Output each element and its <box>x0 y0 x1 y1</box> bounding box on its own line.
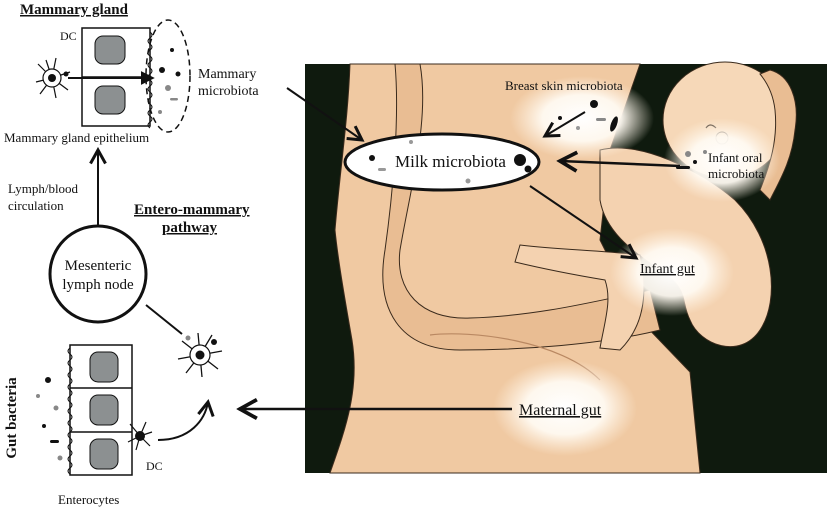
microbe-dot <box>465 178 471 184</box>
intestinal-microvilli <box>67 347 73 475</box>
dendritic-cell-migrating <box>177 332 223 378</box>
infant-oral-label-1: Infant oral <box>708 150 763 165</box>
mammary-gland-cells <box>35 19 191 133</box>
mammary-gland-title: Mammary gland <box>20 2 129 18</box>
milk-microbiota-node: Milk microbiota <box>343 132 541 192</box>
infant-gut-glow <box>610 228 734 316</box>
breastfeeding-illustration <box>305 61 827 474</box>
infant-oral-label-2: microbiota <box>708 166 765 181</box>
microbe-dot <box>158 110 162 114</box>
dc-top-label: DC <box>60 29 77 43</box>
microbe-dot <box>524 165 532 173</box>
mesenteric-label-2: lymph node <box>62 277 134 293</box>
microbe-dot <box>53 405 59 411</box>
microbe-dot <box>369 155 375 161</box>
mammary-gland-epithelium-label: Mammary gland epithelium <box>4 130 149 145</box>
mesenteric-label-1: Mesenteric <box>65 258 132 274</box>
node-to-dc-connector <box>145 304 183 335</box>
microbe-dot <box>42 424 46 428</box>
mammary-microbiota-label-1: Mammary <box>198 67 256 82</box>
cell-nucleus <box>89 438 119 470</box>
skin-to-milk-arrow <box>545 111 586 136</box>
cell-nucleus <box>89 394 119 426</box>
intestinal-epithelium <box>36 344 208 476</box>
dc-bottom-label: DC <box>146 459 163 473</box>
infant-oral-glow <box>664 118 780 202</box>
entero-mammary-label-1: Entero-mammary <box>134 202 250 218</box>
microbe-dot <box>45 377 51 383</box>
cell-nucleus <box>89 351 119 383</box>
breast-skin-microbes <box>558 100 618 132</box>
dc-migration-arrow <box>157 402 208 441</box>
breast-skin-microbiota-label: Breast skin microbiota <box>505 78 623 93</box>
cell-nucleus <box>94 85 126 115</box>
mammary-to-milk-arrow <box>286 87 362 140</box>
milk-microbiota-ellipse <box>343 132 541 192</box>
lymph-blood-label-2: circulation <box>8 198 64 213</box>
microbe-dot <box>57 455 63 461</box>
milk-to-infant-gut-arrow <box>529 185 636 258</box>
microbe-dot <box>165 85 171 91</box>
infant-gut-label: Infant gut <box>640 262 695 277</box>
microbe-dot <box>159 67 165 73</box>
microbe-dot <box>36 394 40 398</box>
cell-nucleus <box>94 35 126 65</box>
microbe-dot <box>409 140 413 144</box>
enterocytes-label: Enterocytes <box>58 492 119 507</box>
entero-mammary-label-2: pathway <box>162 220 218 236</box>
mammary-lumen <box>145 19 191 133</box>
microbe-rod <box>50 440 59 443</box>
breast-skin-glow <box>510 76 654 160</box>
milk-microbiota-label: Milk microbiota <box>395 152 506 171</box>
maternal-gut-glow <box>493 360 637 456</box>
microbe-dot <box>175 71 181 77</box>
mammary-microbiota-label-2: microbiota <box>198 84 259 99</box>
oral-to-milk-arrow <box>560 161 681 166</box>
microbe-dot <box>514 154 526 166</box>
microbe-rod <box>170 98 178 101</box>
dendritic-cell-top <box>35 57 71 99</box>
microbe-rod <box>378 168 386 171</box>
mesenteric-lymph-node <box>48 224 148 324</box>
gut-bacteria-label: Gut bacteria <box>4 377 20 459</box>
lymph-blood-label-1: Lymph/blood <box>8 181 79 196</box>
maternal-gut-label: Maternal gut <box>519 402 602 419</box>
microbe-dot <box>170 48 174 52</box>
dendritic-cell-gut <box>127 421 153 451</box>
